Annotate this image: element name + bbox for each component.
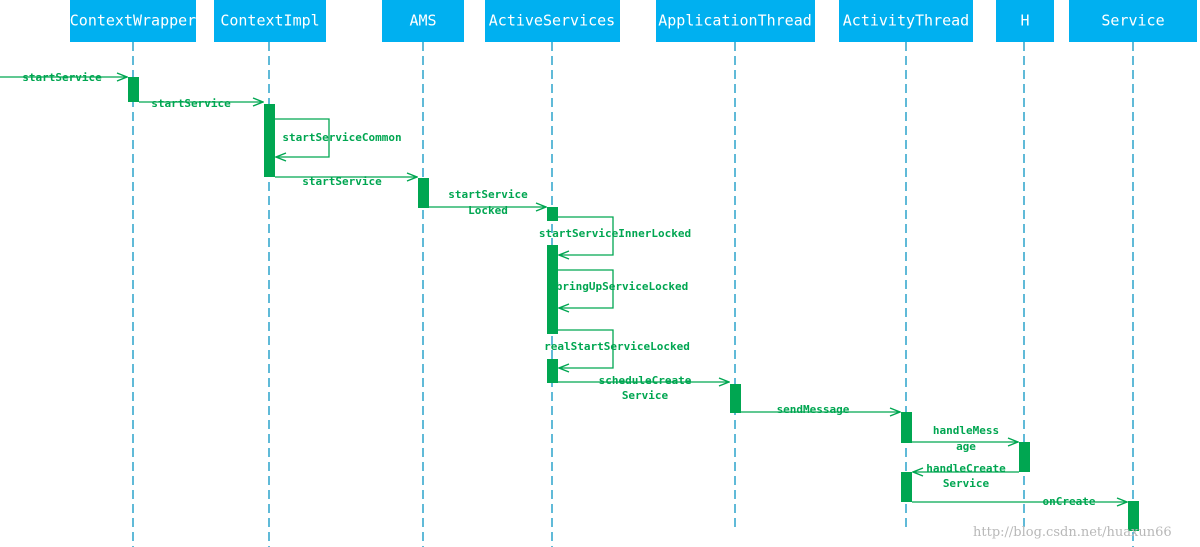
message-startservice-entry: startService <box>0 71 127 84</box>
message-label: handleCreate <box>926 462 1006 475</box>
watermark: http://blog.csdn.net/huaxun66 <box>973 525 1172 540</box>
message-arrow <box>558 329 614 368</box>
message-label: realStartServiceLocked <box>544 340 690 353</box>
participant-box <box>839 0 973 42</box>
activations <box>128 77 1139 531</box>
participant-label: AMS <box>409 12 436 30</box>
activation-ams <box>418 178 429 208</box>
message-label: Service <box>622 389 669 402</box>
participant-label: ContextWrapper <box>70 12 196 30</box>
message-label: startService <box>22 71 102 84</box>
message-sendmessage: sendMessage <box>741 403 900 416</box>
participant-label: ActiveServices <box>489 12 615 30</box>
message-label: Service <box>943 477 990 490</box>
participant-box <box>1069 0 1197 42</box>
message-label: startService <box>151 97 231 110</box>
participant-activeservices: ActiveServices <box>485 0 620 42</box>
message-label: bringUpServiceLocked <box>556 280 688 293</box>
message-arrow <box>275 118 330 157</box>
participant-box <box>485 0 620 42</box>
participant-box <box>214 0 326 42</box>
message-bringupservicelocked: bringUpServiceLocked <box>556 269 688 308</box>
participant-ams: AMS <box>382 0 464 42</box>
activation-contextimpl <box>264 104 275 177</box>
activation-activeservices-1 <box>547 207 558 221</box>
message-arrow <box>558 269 614 308</box>
message-startservice-to-contextimpl: startService <box>139 97 263 110</box>
message-label: handleMess <box>933 424 999 437</box>
participant-box <box>996 0 1054 42</box>
participant-service: Service <box>1069 0 1197 42</box>
message-label: onCreate <box>1043 495 1096 508</box>
participant-label: H <box>1020 12 1029 30</box>
activation-service <box>1128 501 1139 531</box>
activation-h <box>1019 442 1030 472</box>
message-label: Locked <box>468 204 508 217</box>
activation-activeservices-3 <box>547 359 558 383</box>
message-startserviceinnerlocked: startServiceInnerLocked <box>539 216 691 255</box>
message-label: startService <box>448 188 528 201</box>
activation-contextwrapper <box>128 77 139 102</box>
message-label: sendMessage <box>777 403 850 416</box>
activation-activitythread-2 <box>901 472 912 502</box>
message-startservice-to-ams: startService <box>275 175 417 188</box>
participant-label: ApplicationThread <box>658 12 812 30</box>
participant-label: ContextImpl <box>220 12 319 30</box>
activation-applicationthread <box>730 384 741 413</box>
activation-activitythread-1 <box>901 412 912 443</box>
participant-contextwrapper: ContextWrapper <box>70 0 196 42</box>
participant-contextimpl: ContextImpl <box>214 0 326 42</box>
message-handlecreateservice: handleCreate Service <box>913 462 1019 490</box>
message-label: age <box>956 440 976 453</box>
participant-activitythread: ActivityThread <box>839 0 973 42</box>
message-realstartservicelocked: realStartServiceLocked <box>544 329 690 368</box>
participant-applicationthread: ApplicationThread <box>656 0 815 42</box>
participant-box <box>382 0 464 42</box>
message-oncreate: onCreate <box>912 495 1127 508</box>
message-schedulecreateservice: scheduleCreate Service <box>558 374 729 402</box>
message-startservicecommon: startServiceCommon <box>275 118 402 157</box>
participant-box <box>656 0 815 42</box>
message-arrow <box>558 216 614 255</box>
participant-box <box>70 0 196 42</box>
message-handlemessage: handleMess age <box>912 424 1018 453</box>
message-startservicelocked: startService Locked <box>429 188 546 217</box>
participant-label: ActivityThread <box>843 12 969 30</box>
message-label: startService <box>302 175 382 188</box>
participant-label: Service <box>1101 12 1164 30</box>
message-label: startServiceCommon <box>282 131 401 144</box>
message-label: startServiceInnerLocked <box>539 227 691 240</box>
participant-h: H <box>996 0 1054 42</box>
message-label: scheduleCreate <box>599 374 692 387</box>
activation-activeservices-2 <box>547 245 558 334</box>
